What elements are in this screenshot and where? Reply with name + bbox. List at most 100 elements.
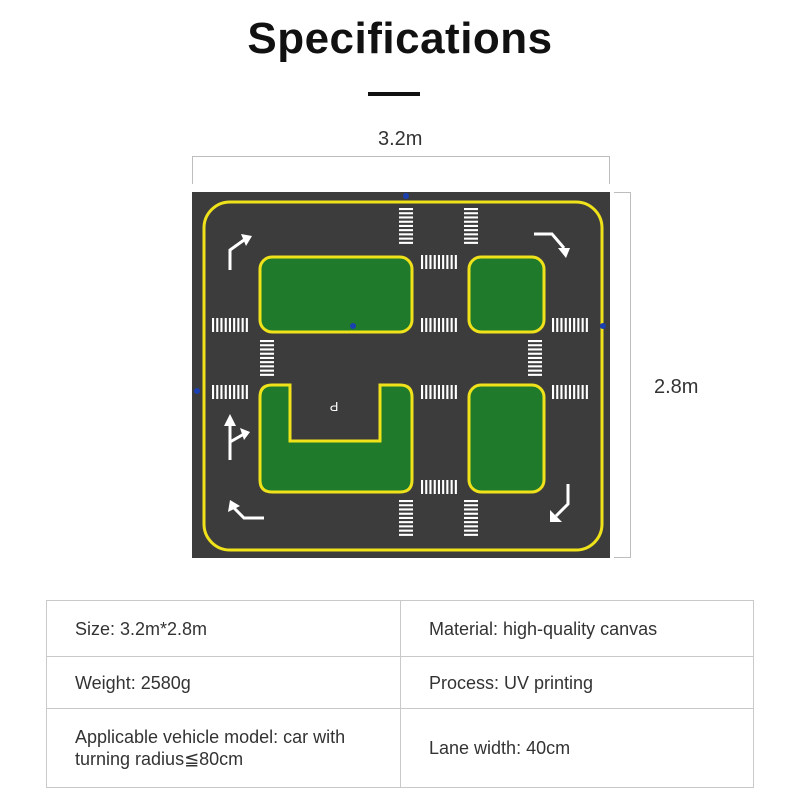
crosswalk-stripe bbox=[442, 318, 445, 332]
spec-weight: Weight: 2580g bbox=[46, 656, 401, 709]
crosswalk-stripe bbox=[260, 352, 274, 355]
crosswalk-stripe bbox=[464, 512, 478, 515]
height-label: 2.8m bbox=[654, 376, 699, 398]
crosswalk-stripe bbox=[446, 385, 449, 399]
crosswalk-stripe bbox=[399, 237, 413, 240]
crosswalk-stripe bbox=[464, 533, 478, 536]
height-dimension-line bbox=[630, 192, 631, 558]
crosswalk-stripe bbox=[399, 521, 413, 524]
crosswalk-stripe bbox=[260, 348, 274, 351]
crosswalk-stripe bbox=[433, 480, 436, 494]
outer-boundary-line bbox=[202, 200, 604, 552]
arrow-turn-left-bottom-left bbox=[232, 506, 264, 520]
crosswalk-stripe bbox=[454, 318, 457, 332]
crosswalk-stripe bbox=[233, 385, 236, 399]
crosswalk-stripe bbox=[399, 525, 413, 528]
crosswalk-stripe bbox=[421, 318, 424, 332]
crosswalk-stripe bbox=[220, 318, 223, 332]
crosswalk-stripe bbox=[528, 340, 542, 343]
crosswalk-stripe bbox=[429, 385, 432, 399]
crosswalk-stripe bbox=[442, 480, 445, 494]
crosswalk-stripe bbox=[399, 241, 413, 244]
crosswalk-stripe bbox=[399, 529, 413, 532]
crosswalk-stripe bbox=[454, 255, 457, 269]
crosswalk-stripe bbox=[573, 318, 576, 332]
crosswalk-stripe bbox=[260, 344, 274, 347]
crosswalk-stripe bbox=[552, 385, 555, 399]
crosswalk-stripe bbox=[528, 369, 542, 372]
crosswalk-stripe bbox=[454, 385, 457, 399]
arrow-head-bottom-left bbox=[228, 500, 240, 512]
arrow-head-branch-left bbox=[240, 428, 250, 440]
crosswalk-stripe bbox=[528, 344, 542, 347]
crosswalk-stripe bbox=[399, 516, 413, 519]
crosswalk-stripe bbox=[212, 318, 215, 332]
crosswalk-stripe bbox=[421, 385, 424, 399]
crosswalk-stripe bbox=[220, 385, 223, 399]
crosswalk-stripe bbox=[446, 255, 449, 269]
crosswalk-stripe bbox=[212, 385, 215, 399]
crosswalk-stripe bbox=[437, 480, 440, 494]
crosswalk-stripe bbox=[399, 224, 413, 227]
crosswalk-stripe bbox=[237, 318, 240, 332]
crosswalk-stripe bbox=[464, 521, 478, 524]
spec-table: Size: 3.2m*2.8m Material: high-quality c… bbox=[46, 600, 754, 788]
crosswalk-stripe bbox=[464, 504, 478, 507]
crosswalk-stripe bbox=[260, 356, 274, 359]
crosswalk-stripe bbox=[260, 369, 274, 372]
arrow-turn-right-top-left bbox=[228, 238, 245, 270]
crosswalk-stripe bbox=[429, 255, 432, 269]
crosswalk-stripe bbox=[528, 365, 542, 368]
crosswalk-stripe bbox=[241, 385, 244, 399]
crosswalk-stripe bbox=[399, 229, 413, 232]
crosswalk-stripe bbox=[560, 385, 563, 399]
crosswalk-stripe bbox=[437, 318, 440, 332]
title-underline bbox=[368, 92, 420, 96]
crosswalk-stripe bbox=[437, 385, 440, 399]
crosswalk-stripe bbox=[528, 348, 542, 351]
crosswalk-markings bbox=[212, 208, 588, 536]
crosswalk-stripe bbox=[442, 255, 445, 269]
crosswalk-stripe bbox=[399, 504, 413, 507]
crosswalk-stripe bbox=[216, 318, 219, 332]
grass-block-top-left bbox=[258, 255, 414, 334]
crosswalk-stripe bbox=[464, 212, 478, 215]
grass-block-parking-u bbox=[258, 383, 414, 494]
crosswalk-stripe bbox=[450, 385, 453, 399]
crosswalk-stripe bbox=[216, 385, 219, 399]
track-map: P bbox=[192, 192, 610, 558]
crosswalk-stripe bbox=[425, 255, 428, 269]
crosswalk-stripe bbox=[245, 385, 248, 399]
crosswalk-stripe bbox=[429, 480, 432, 494]
parking-mark: P bbox=[330, 399, 339, 414]
spec-row: Size: 3.2m*2.8m Material: high-quality c… bbox=[46, 600, 754, 657]
crosswalk-stripe bbox=[556, 318, 559, 332]
pin-center bbox=[350, 323, 356, 329]
crosswalk-stripe bbox=[464, 500, 478, 503]
crosswalk-stripe bbox=[450, 318, 453, 332]
crosswalk-stripe bbox=[260, 340, 274, 343]
spec-size: Size: 3.2m*2.8m bbox=[46, 600, 401, 657]
crosswalk-stripe bbox=[464, 525, 478, 528]
spec-lane-width: Lane width: 40cm bbox=[400, 708, 754, 788]
crosswalk-stripe bbox=[399, 208, 413, 211]
crosswalk-stripe bbox=[577, 318, 580, 332]
spec-vehicle-model: Applicable vehicle model: car with turni… bbox=[46, 708, 401, 788]
crosswalk-stripe bbox=[425, 480, 428, 494]
crosswalk-stripe bbox=[528, 373, 542, 376]
arrow-head-top-right bbox=[558, 248, 570, 258]
crosswalk-stripe bbox=[228, 318, 231, 332]
crosswalk-stripe bbox=[464, 508, 478, 511]
crosswalk-stripe bbox=[399, 216, 413, 219]
crosswalk-stripe bbox=[528, 361, 542, 364]
page-title: Specifications bbox=[247, 14, 553, 63]
crosswalk-stripe bbox=[228, 385, 231, 399]
crosswalk-stripe bbox=[577, 385, 580, 399]
spec-process: Process: UV printing bbox=[400, 656, 754, 709]
crosswalk-stripe bbox=[241, 318, 244, 332]
crosswalk-stripe bbox=[581, 385, 584, 399]
crosswalk-stripe bbox=[528, 356, 542, 359]
crosswalk-stripe bbox=[399, 512, 413, 515]
crosswalk-stripe bbox=[260, 361, 274, 364]
crosswalk-stripe bbox=[260, 373, 274, 376]
